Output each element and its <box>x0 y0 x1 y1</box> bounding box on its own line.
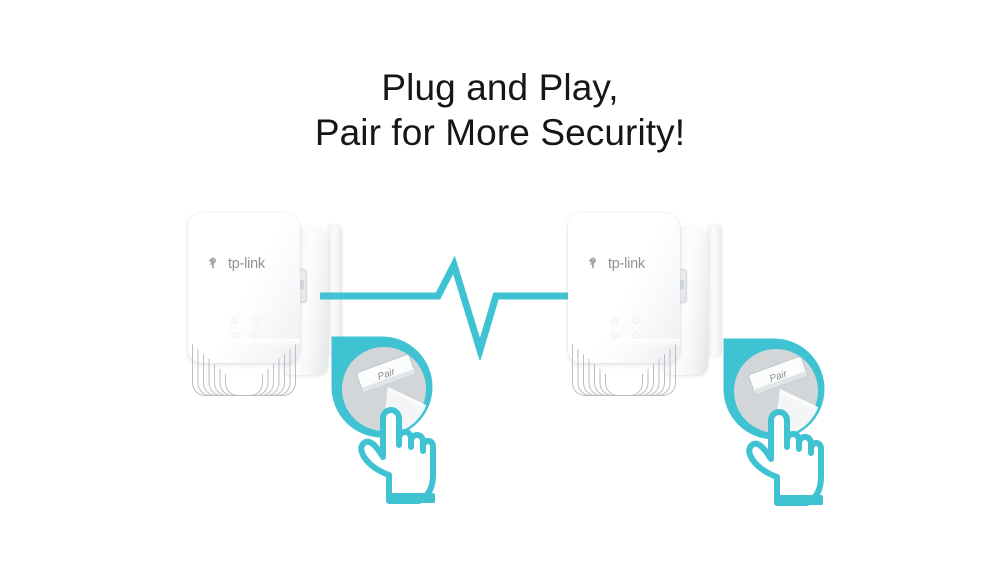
led-indicator-cluster-left <box>230 317 270 341</box>
led-ethernet-icon <box>231 332 238 339</box>
adapter-front-face: tp-link <box>188 213 300 396</box>
powerline-signal-pulse <box>320 250 600 363</box>
tp-link-mark-icon <box>589 257 596 269</box>
headline-line-1: Plug and Play, <box>381 66 619 108</box>
pair-key-left[interactable]: Pair <box>356 354 416 393</box>
pointing-hand-icon <box>746 409 824 506</box>
tp-link-wordmark: tp-link <box>608 256 645 273</box>
page-title: Plug and Play, Pair for More Security! <box>0 65 1000 155</box>
tp-link-logo: tp-link <box>208 257 265 272</box>
led-powerline-icon <box>632 317 639 324</box>
pointing-hand-icon <box>358 407 436 504</box>
headline-line-2: Pair for More Security! <box>314 111 686 153</box>
adapter-vent-grille-left <box>188 341 300 398</box>
tp-link-wordmark: tp-link <box>228 256 265 273</box>
wall-plug-rear-plate <box>328 225 342 357</box>
adapter-front-face: tp-link <box>568 213 680 396</box>
pointing-hand-left <box>355 405 439 505</box>
led-pair-icon <box>632 332 639 339</box>
tp-link-logo: tp-link <box>588 257 645 272</box>
adapter-vent-grille-right <box>568 341 680 398</box>
pulse-waveform-icon <box>320 255 600 363</box>
led-indicator-cluster-right <box>610 317 650 341</box>
led-pair-icon <box>252 332 259 339</box>
callout-right: Pair <box>722 337 826 441</box>
tp-link-mark-icon <box>209 257 216 269</box>
led-power-icon <box>231 317 238 324</box>
powerline-adapter-left: tp-link <box>188 213 342 398</box>
led-power-icon <box>611 317 618 324</box>
powerline-adapter-right: tp-link <box>568 213 722 398</box>
pair-key-right[interactable]: Pair <box>748 356 808 395</box>
led-ethernet-icon <box>611 332 618 339</box>
pointing-hand-right <box>743 407 827 507</box>
wall-plug-rear-plate <box>708 225 722 357</box>
callout-bubble-right: Pair <box>723 338 825 440</box>
led-powerline-icon <box>252 317 259 324</box>
